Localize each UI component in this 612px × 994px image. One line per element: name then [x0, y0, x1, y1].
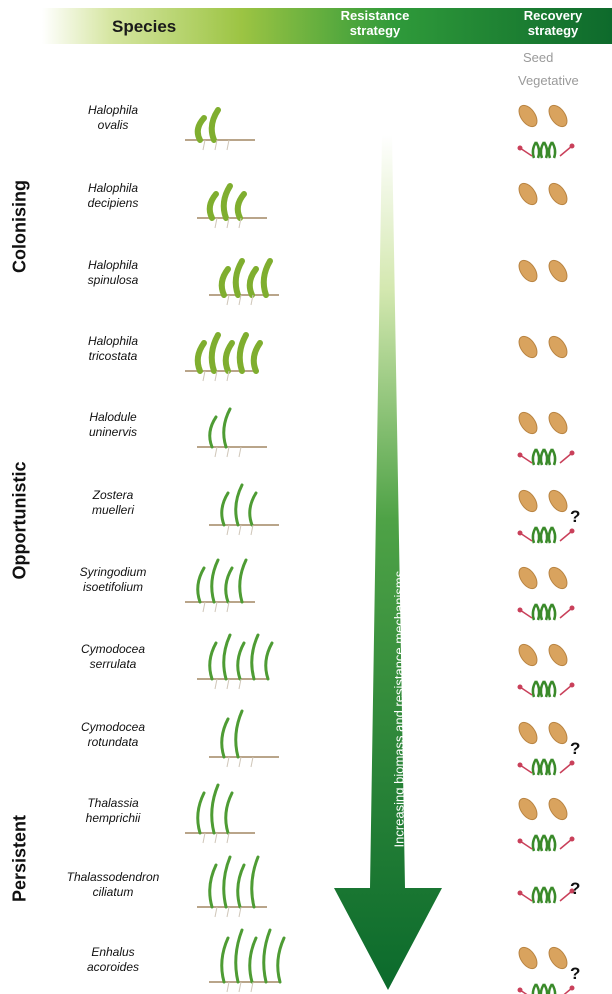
seed-icon: [545, 641, 570, 669]
seed-icon: [515, 641, 540, 669]
species-epithet: uninervis: [48, 425, 178, 440]
uncertain-question-mark: ?: [570, 507, 580, 527]
vegetative-shoot-icon: [518, 604, 575, 620]
seed-icon: [545, 102, 570, 130]
species-epithet: acoroides: [48, 960, 178, 975]
seagrass-illustration: [197, 857, 267, 917]
species-epithet: serrulata: [48, 657, 178, 672]
uncertain-question-mark: ?: [570, 739, 580, 759]
seed-icon: [545, 795, 570, 823]
species-epithet: ovalis: [48, 118, 178, 133]
seed-icon: [545, 719, 570, 747]
seed-icon: [515, 487, 540, 515]
species-genus: Thalassodendron: [48, 870, 178, 885]
species-genus: Halophila: [48, 181, 178, 196]
species-genus: Cymodocea: [48, 642, 178, 657]
seed-icon: [515, 795, 540, 823]
seed-icon: [515, 180, 540, 208]
vegetative-shoot-icon: [518, 887, 575, 903]
seed-icon: [545, 257, 570, 285]
seagrass-illustration: [209, 711, 279, 767]
species-epithet: tricostata: [48, 349, 178, 364]
vegetative-shoot-icon: [518, 527, 575, 543]
species-genus: Thalassia: [48, 796, 178, 811]
seagrass-illustrations: [185, 110, 284, 992]
species-genus: Halophila: [48, 258, 178, 273]
species-genus: Syringodium: [48, 565, 178, 580]
uncertain-question-mark: ?: [570, 964, 580, 984]
uncertain-question-mark: ?: [570, 879, 580, 899]
vegetative-shoot-icon: [518, 984, 575, 994]
vegetative-shoot-icon: [518, 759, 575, 775]
seagrass-illustration: [197, 409, 267, 457]
seagrass-illustration: [185, 560, 255, 612]
recovery-icons: [515, 102, 574, 994]
seagrass-illustration: [185, 335, 260, 381]
species-genus: Zostera: [48, 488, 178, 503]
vegetative-shoot-icon: [518, 681, 575, 697]
seed-icon: [515, 719, 540, 747]
species-epithet: rotundata: [48, 735, 178, 750]
seagrass-illustration: [209, 930, 284, 992]
seed-icon: [545, 564, 570, 592]
species-genus: Enhalus: [48, 945, 178, 960]
species-epithet: spinulosa: [48, 273, 178, 288]
seed-icon: [545, 487, 570, 515]
species-genus: Halophila: [48, 334, 178, 349]
species-epithet: isoetifolium: [48, 580, 178, 595]
species-genus: Halophila: [48, 103, 178, 118]
seed-icon: [515, 333, 540, 361]
seed-icon: [545, 333, 570, 361]
seed-icon: [515, 257, 540, 285]
arrow-label: Increasing biomass and resistance mechan…: [392, 628, 407, 848]
seed-icon: [515, 944, 540, 972]
seed-icon: [545, 944, 570, 972]
seed-icon: [515, 564, 540, 592]
seagrass-illustration: [185, 110, 255, 150]
vegetative-shoot-icon: [518, 142, 575, 158]
species-epithet: hemprichii: [48, 811, 178, 826]
seagrass-illustration: [209, 261, 279, 305]
seagrass-illustration: [197, 186, 267, 228]
species-genus: Cymodocea: [48, 720, 178, 735]
species-genus: Halodule: [48, 410, 178, 425]
species-epithet: ciliatum: [48, 885, 178, 900]
seed-icon: [545, 180, 570, 208]
seagrass-illustration: [197, 635, 272, 689]
species-epithet: muelleri: [48, 503, 178, 518]
seed-icon: [545, 409, 570, 437]
vegetative-shoot-icon: [518, 449, 575, 465]
species-epithet: decipiens: [48, 196, 178, 211]
seagrass-illustration: [185, 785, 255, 843]
seed-icon: [515, 102, 540, 130]
resistance-arrow: [334, 135, 442, 990]
seagrass-illustration: [209, 485, 279, 535]
vegetative-shoot-icon: [518, 835, 575, 851]
seed-icon: [515, 409, 540, 437]
